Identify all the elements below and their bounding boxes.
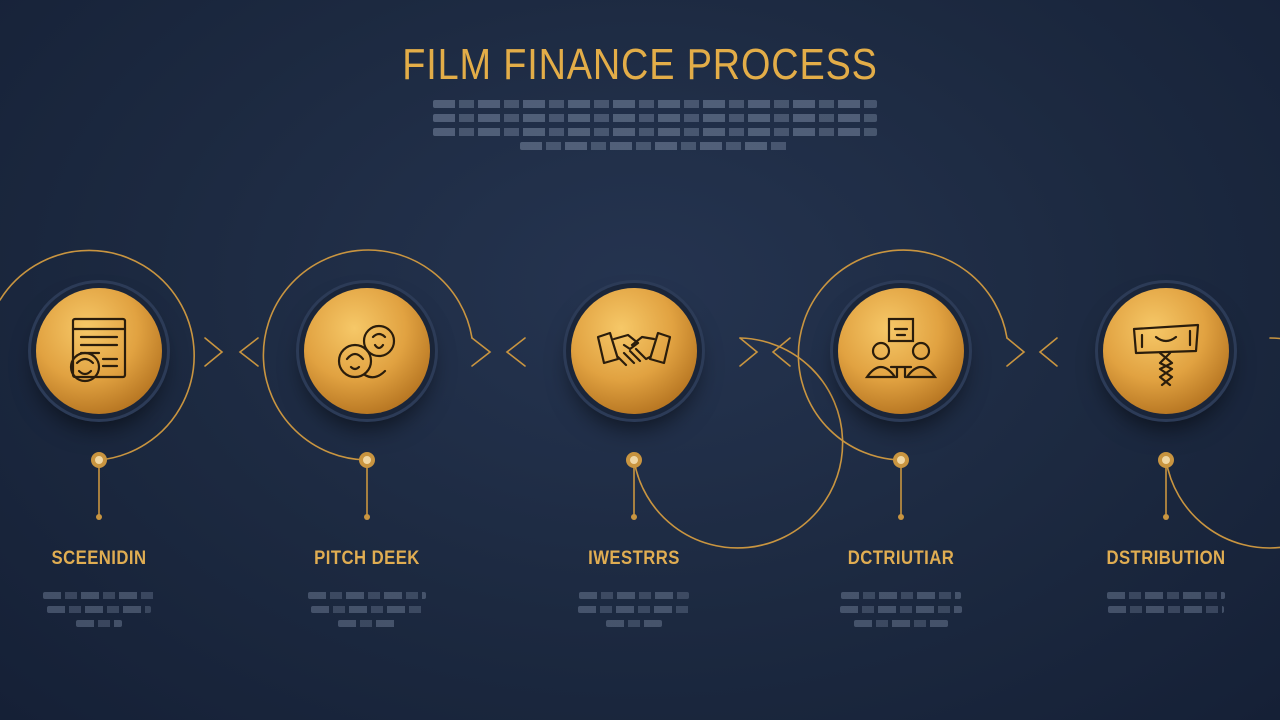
step-3-label: IWESTRRS bbox=[588, 548, 680, 569]
step-2-medal bbox=[304, 288, 430, 414]
step-ring-4 bbox=[797, 249, 1008, 461]
stem-end-2 bbox=[364, 514, 370, 520]
step-1: SCEENIDIN bbox=[0, 0, 219, 720]
step-3-description bbox=[574, 592, 694, 627]
step-5: DSTRIBUTION bbox=[1046, 0, 1280, 720]
step-3: IWESTRRS bbox=[514, 0, 754, 720]
pointer-left-1 bbox=[238, 337, 259, 367]
step-1-description bbox=[39, 592, 159, 627]
step-ring-5 bbox=[1165, 337, 1280, 549]
node-dot-1 bbox=[91, 452, 107, 468]
step-2: PITCH DEEK bbox=[247, 0, 487, 720]
pointer-2 bbox=[471, 337, 492, 367]
pitch-icon bbox=[337, 324, 396, 379]
step-ring-1 bbox=[0, 249, 195, 461]
pointer-4 bbox=[1006, 337, 1026, 367]
pointer-left-4 bbox=[1038, 337, 1058, 367]
step-5-medal bbox=[1103, 288, 1229, 414]
node-dot-4 bbox=[893, 452, 909, 468]
pointer-1 bbox=[204, 337, 224, 367]
node-dot-3 bbox=[626, 452, 642, 468]
step-5-description bbox=[1106, 592, 1226, 613]
step-4-medal bbox=[838, 288, 964, 414]
step-4-description bbox=[840, 592, 962, 627]
step-2-label: PITCH DEEK bbox=[314, 548, 420, 569]
step-5-label: DSTRIBUTION bbox=[1106, 548, 1226, 569]
meeting-icon bbox=[864, 317, 938, 379]
screenplay-icon bbox=[69, 317, 127, 383]
step-1-medal bbox=[36, 288, 162, 414]
stem-end-3 bbox=[631, 514, 637, 520]
step-4-label: DCTRIUTIAR bbox=[847, 548, 955, 569]
distribution-icon bbox=[1132, 323, 1200, 387]
intro-placeholder-text bbox=[430, 100, 880, 150]
pointer-left-2 bbox=[505, 337, 526, 367]
step-1-label: SCEENIDIN bbox=[51, 548, 147, 569]
step-ring-2 bbox=[262, 249, 473, 461]
node-dot-2 bbox=[359, 452, 375, 468]
page-title: FILM FINANCE PROCESS bbox=[402, 40, 878, 89]
pointer-left-3 bbox=[771, 337, 791, 367]
stem-end-4 bbox=[898, 514, 904, 520]
stem-end-5 bbox=[1163, 514, 1169, 520]
stem-end-1 bbox=[96, 514, 102, 520]
step-3-medal bbox=[571, 288, 697, 414]
step-2-description bbox=[307, 592, 427, 627]
step-4: DCTRIUTIAR bbox=[781, 0, 1021, 720]
node-dot-5 bbox=[1158, 452, 1174, 468]
step-ring-3 bbox=[633, 337, 844, 549]
pointer-3 bbox=[739, 337, 759, 367]
handshake-icon bbox=[596, 331, 672, 367]
